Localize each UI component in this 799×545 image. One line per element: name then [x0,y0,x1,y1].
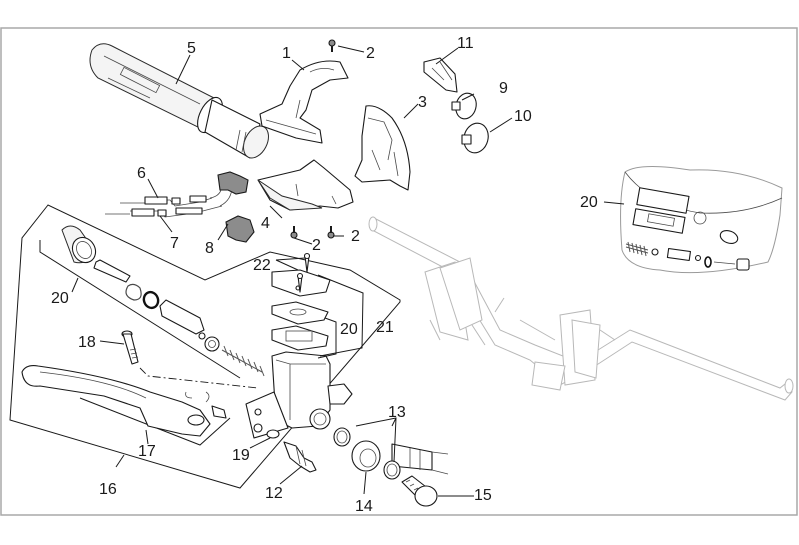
callout-2-top: 2 [366,45,375,62]
cap-diaphragm-plate [271,301,329,325]
throttle-grip [89,43,269,159]
cable-clamp-top [217,171,249,195]
push-rod [93,259,131,283]
piston-boot [61,225,97,264]
master-cylinder-body [245,351,353,439]
callout-12: 12 [265,485,283,502]
switch-button-small [451,92,477,120]
switch-button-large [461,122,489,154]
throttle-cables [105,183,233,218]
callout-6: 6 [137,165,146,182]
callout-16: 16 [99,481,117,498]
pin-axis-line [139,367,259,389]
rubber-diaphragm [271,325,329,351]
bracket-20-mid [317,317,337,359]
screw-top [328,39,336,52]
group-outline-16 [9,204,401,489]
brake-hose-lines [431,451,449,475]
callout-18: 18 [78,334,96,351]
callout-15: 15 [474,487,492,504]
screw-mid-left [290,226,298,239]
handlebar-outline [368,216,794,401]
group-outline-17 [79,397,231,446]
bracket-21 [317,274,364,357]
circlip [125,283,142,301]
sealing-washer-lower [383,460,401,480]
group-outline-20-left [39,240,241,379]
repair-kit-inset [620,165,783,274]
screw-mid-right [327,226,335,239]
callout-20-inset: 20 [580,194,598,211]
lever-pivot-pin [121,330,139,365]
callout-8: 8 [205,240,214,257]
callout-4: 4 [261,215,270,232]
callout-9: 9 [499,80,508,97]
callout-20-mid: 20 [340,321,358,338]
cup-seal [204,336,220,352]
callout-5: 5 [187,40,196,57]
bracket-22 [275,257,306,271]
callout-20-left: 20 [51,290,69,307]
callout-1: 1 [282,45,291,62]
callout-labels: 5 1 2 11 9 3 10 6 4 7 8 2 2 20 22 20 20 … [51,35,598,515]
diagram-frame [0,27,798,516]
brake-light-switch [283,441,317,473]
switch-slider [423,57,458,93]
return-spring [221,345,265,377]
callout-14: 14 [355,498,373,515]
callout-11: 11 [457,35,474,52]
lower-switch-housing [257,159,354,211]
callout-17: 17 [138,443,156,460]
sealing-washer-upper [333,427,351,447]
callout-22: 22 [253,257,271,274]
brake-lever [21,365,227,437]
callout-2-left: 2 [312,237,321,254]
callout-10: 10 [514,108,532,125]
upper-switch-housing [259,60,349,144]
cap-screws [296,252,311,293]
banjo-bolt [401,475,438,507]
callout-21: 21 [376,319,394,336]
callout-3: 3 [418,94,427,111]
callout-2-right: 2 [351,228,360,245]
o-ring [142,290,160,310]
leader-lines [71,45,625,497]
piston [159,299,206,340]
nut [266,429,280,439]
cable-clamp [225,215,255,243]
callout-19: 19 [232,447,250,464]
callout-7: 7 [170,235,179,252]
callout-13: 13 [388,404,406,421]
switch-housing-right [354,105,411,191]
